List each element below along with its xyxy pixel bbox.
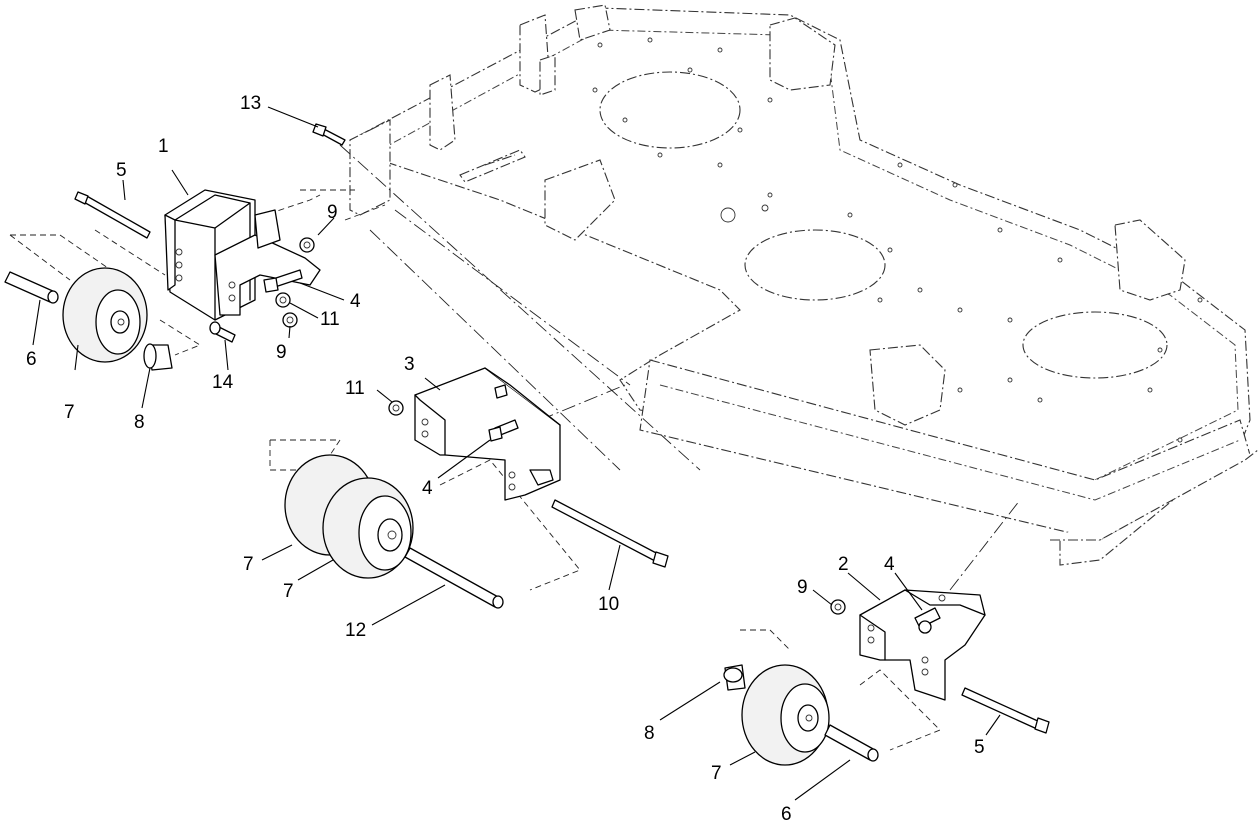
callout-4: 4 xyxy=(350,291,361,312)
deck-holes xyxy=(592,37,1203,443)
bolt-5-right xyxy=(961,687,1041,730)
caster-axle-center xyxy=(404,547,501,608)
callout-4: 4 xyxy=(884,554,895,575)
alignment-lines xyxy=(9,144,1021,751)
callout-7: 7 xyxy=(711,763,722,784)
callout-7: 7 xyxy=(64,402,75,423)
callout-12: 12 xyxy=(345,620,366,641)
callout-1: 1 xyxy=(158,136,169,157)
callout-7: 7 xyxy=(243,554,254,575)
caster-bracket-2 xyxy=(859,589,986,701)
callout-3: 3 xyxy=(404,354,415,375)
callout-5: 5 xyxy=(974,737,985,758)
left-caster-assembly xyxy=(4,123,346,371)
callout-9: 9 xyxy=(797,577,808,598)
hardware-left xyxy=(263,237,315,328)
callout-14: 14 xyxy=(212,372,234,393)
callout-6: 6 xyxy=(26,349,37,370)
callout-5: 5 xyxy=(116,160,127,181)
callout-9: 9 xyxy=(327,202,338,223)
caster-wheel-left xyxy=(62,267,148,363)
callout-7: 7 xyxy=(283,581,294,602)
bolt-5-left xyxy=(81,194,151,239)
callout-13: 13 xyxy=(240,93,261,114)
mower-deck xyxy=(349,4,1258,566)
callout-2: 2 xyxy=(838,554,849,575)
callout-6: 6 xyxy=(781,804,792,825)
leader-lines xyxy=(32,106,1001,801)
callout-11: 11 xyxy=(345,378,365,399)
callout-labels: 1 2 3 4 4 4 5 5 6 6 7 7 7 7 8 8 9 9 9 10… xyxy=(26,93,985,825)
callout-10: 10 xyxy=(598,594,619,615)
callout-8: 8 xyxy=(644,723,655,744)
callout-11: 11 xyxy=(320,309,340,330)
callout-4: 4 xyxy=(422,478,433,499)
right-caster-assembly xyxy=(723,589,1050,766)
callout-9: 9 xyxy=(276,342,287,363)
caster-wheel-right xyxy=(741,664,830,766)
caster-wheels-center xyxy=(284,454,414,579)
callout-8: 8 xyxy=(134,412,145,433)
bolt-10 xyxy=(551,499,661,563)
center-caster-assembly xyxy=(284,367,669,609)
